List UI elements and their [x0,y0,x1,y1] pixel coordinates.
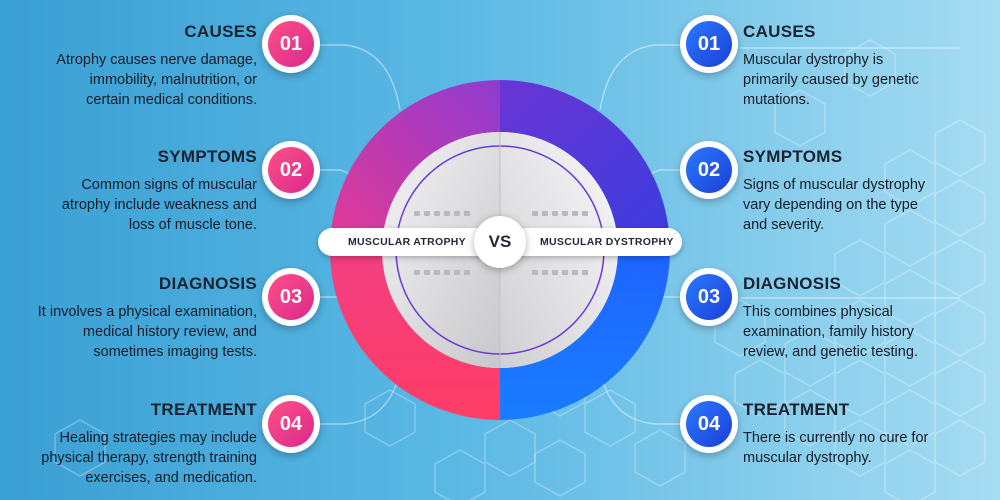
right-badge-02: 02 [680,141,738,199]
right-symptoms-description: Signs of muscular dystrophy vary dependi… [743,175,993,235]
right-treatment-title: TREATMENT [743,400,850,419]
right-badge-01: 01 [680,15,738,73]
badge-number: 04 [268,401,314,447]
desc-line: There is currently no cure for [743,430,929,446]
left-badge-03: 03 [262,268,320,326]
desc-line: Atrophy causes nerve damage, [56,52,257,68]
left-item-diagnosis: DIAGNOSIS It involves a physical examina… [0,274,257,362]
left-symptoms-description: Common signs of muscular atrophy include… [0,175,257,235]
right-diagnosis-description: This combines physical examination, fami… [743,302,993,362]
desc-line: exercises, and medication. [85,470,257,486]
right-symptoms-title: SYMPTOMS [743,147,843,166]
badge-number: 03 [268,274,314,320]
desc-line: and severity. [743,217,825,233]
desc-line: review, and genetic testing. [743,344,918,360]
badge-number: 01 [268,21,314,67]
desc-line: sometimes imaging tests. [93,344,257,360]
desc-line: Healing strategies may include [59,430,257,446]
left-item-causes: CAUSES Atrophy causes nerve damage, immo… [0,22,257,110]
badge-number: 04 [686,401,732,447]
vs-badge: VS [474,216,526,268]
right-item-treatment: TREATMENT There is currently no cure for… [743,400,993,468]
desc-line: It involves a physical examination, [37,304,257,320]
badge-number: 01 [686,21,732,67]
desc-line: This combines physical [743,304,893,320]
left-badge-04: 04 [262,395,320,453]
left-item-symptoms: SYMPTOMS Common signs of muscular atroph… [0,147,257,235]
left-causes-title: CAUSES [184,22,257,41]
left-diagnosis-description: It involves a physical examination, medi… [0,302,257,362]
right-causes-description: Muscular dystrophy is primarily caused b… [743,50,993,110]
desc-line: Muscular dystrophy is [743,52,884,68]
badge-number: 03 [686,274,732,320]
desc-line: immobility, malnutrition, or [89,72,257,88]
badge-number: 02 [268,147,314,193]
left-treatment-description: Healing strategies may include physical … [0,428,257,488]
right-causes-title: CAUSES [743,22,816,41]
right-treatment-description: There is currently no cure for muscular … [743,428,993,468]
desc-line: atrophy include weakness and [61,197,257,213]
hexagon-pattern [54,39,986,500]
desc-line: loss of muscle tone. [128,217,257,233]
badge-number: 02 [686,147,732,193]
right-item-diagnosis: DIAGNOSIS This combines physical examina… [743,274,993,362]
desc-line: Signs of muscular dystrophy [743,177,926,193]
desc-line: physical therapy, strength training [41,450,257,466]
left-causes-description: Atrophy causes nerve damage, immobility,… [0,50,257,110]
desc-line: mutations. [743,92,810,108]
right-badge-03: 03 [680,268,738,326]
desc-line: medical history review, and [82,324,257,340]
right-badge-04: 04 [680,395,738,453]
muscular-dystrophy-label: MUSCULAR DYSTROPHY [540,236,674,248]
desc-line: vary depending on the type [743,197,918,213]
desc-line: primarily caused by genetic [743,72,919,88]
left-item-treatment: TREATMENT Healing strategies may include… [0,400,257,488]
desc-line: certain medical conditions. [86,92,257,108]
desc-line: muscular dystrophy. [743,450,872,466]
left-badge-01: 01 [262,15,320,73]
left-symptoms-title: SYMPTOMS [157,147,257,166]
right-diagnosis-title: DIAGNOSIS [743,274,842,293]
decorative-dots [414,211,588,275]
left-badge-02: 02 [262,141,320,199]
left-treatment-title: TREATMENT [150,400,257,419]
connector-lines [320,44,960,425]
right-item-causes: CAUSES Muscular dystrophy is primarily c… [743,22,993,110]
right-item-symptoms: SYMPTOMS Signs of muscular dystrophy var… [743,147,993,235]
desc-line: examination, family history [743,324,914,340]
left-diagnosis-title: DIAGNOSIS [158,274,257,293]
muscular-atrophy-label: MUSCULAR ATROPHY [348,236,466,248]
desc-line: Common signs of muscular [81,177,257,193]
